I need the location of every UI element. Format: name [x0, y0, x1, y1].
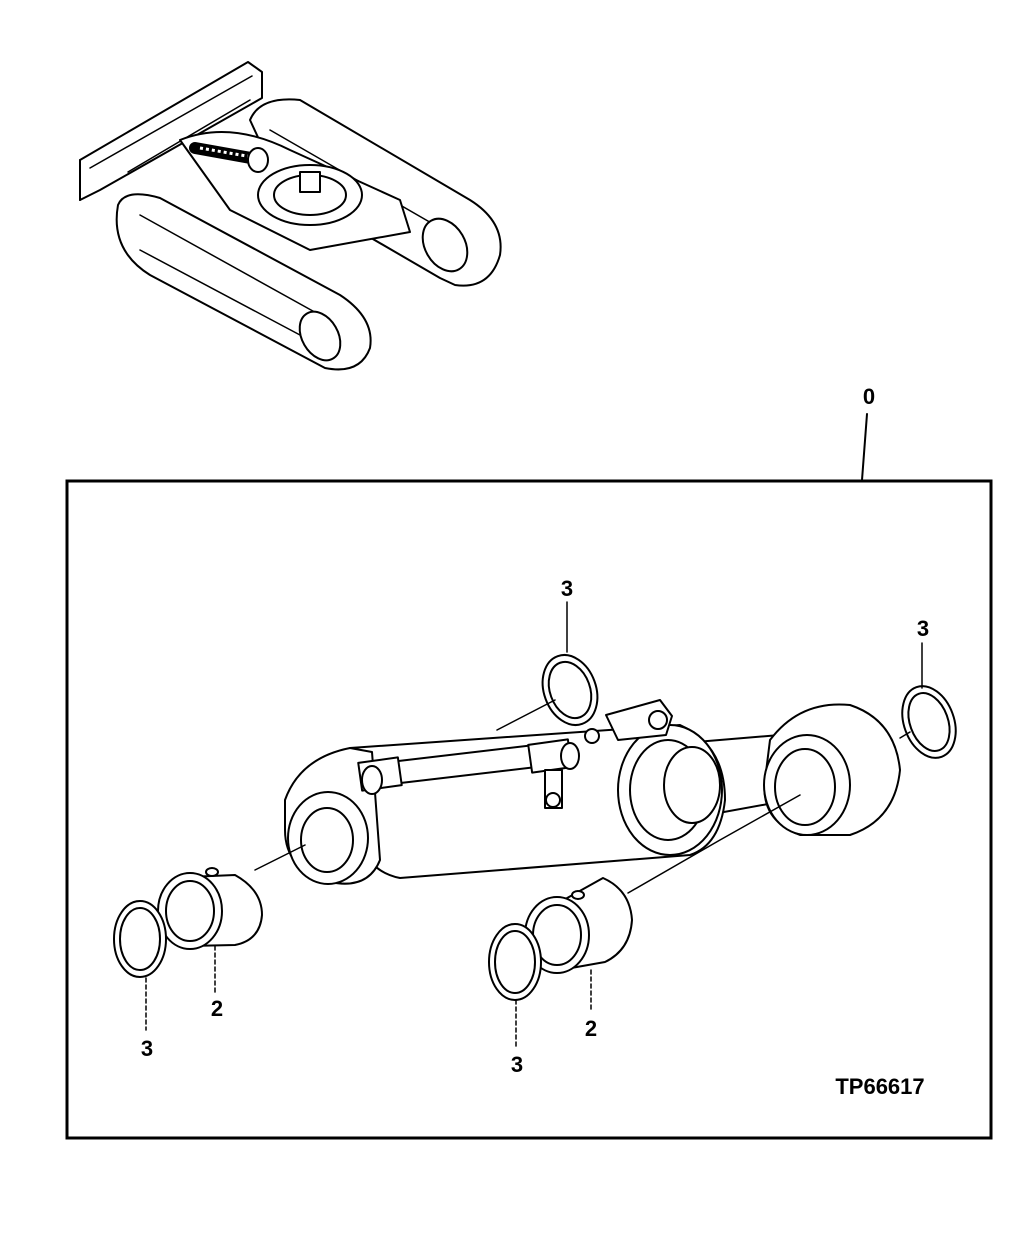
seal-ring-bottom [488, 923, 542, 1001]
seal-ring-right [901, 685, 957, 759]
bushing-left [157, 867, 263, 950]
seal-ring-left [113, 900, 167, 978]
leader-lines [145, 601, 923, 1049]
track-adjuster-cylinder-illustration [284, 699, 901, 885]
callout-seal-left-label: 3 [141, 1036, 153, 1061]
callout-bushing-left-label: 2 [211, 996, 223, 1021]
callout-assembly-leader [861, 413, 868, 481]
seal-ring-top [541, 654, 599, 726]
undercarriage-locator-illustration [79, 61, 502, 371]
callout-bushing-right-label: 2 [585, 1016, 597, 1041]
callout-seal-bottom-label: 3 [511, 1052, 523, 1077]
callout-assembly-label: 0 [863, 384, 875, 409]
callout-seal-top-label: 3 [561, 576, 573, 601]
detail-frame [65, 479, 993, 1140]
figure-id: TP66617 [835, 1074, 924, 1099]
callout-seal-right-label: 3 [917, 616, 929, 641]
